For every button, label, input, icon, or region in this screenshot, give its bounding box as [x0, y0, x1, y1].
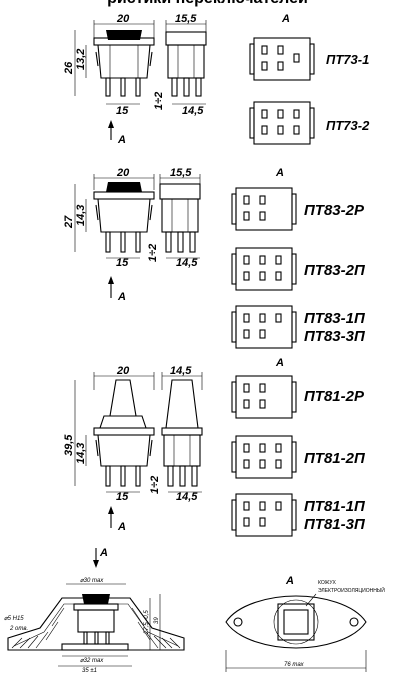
bottom-top-view: A КОЖУХ ЭЛЕКТРОИЗОЛЯЦИОННЫЙ 76 max — [225, 575, 385, 672]
g3-gap-dim: 1÷2 — [149, 476, 161, 494]
group-3-side-view: 14,5 14,5 1÷2 — [149, 365, 203, 503]
label-pt81-1p: ПТ81-1П — [304, 498, 365, 515]
g3-view-a: A — [275, 357, 284, 369]
label-pt83-2r: ПТ83-2Р — [304, 202, 364, 219]
group-3-front-view: 20 15 39,5 14,3 A — [63, 365, 155, 533]
bottom-section-view: A ⌀30 max ⌀5 H1 — [4, 547, 185, 674]
cover-label-1: КОЖУХ — [318, 580, 337, 586]
label-pt81-2r: ПТ81-2Р — [304, 388, 364, 405]
g1-arrow-a: A — [117, 134, 126, 146]
g3-pin-dim: 15 — [116, 491, 129, 503]
g3-side-width: 14,5 — [170, 365, 192, 377]
g3-width-dim: 20 — [116, 365, 130, 377]
label-pt81-2p: ПТ81-2П — [304, 450, 365, 467]
g1-side-width: 15,5 — [175, 13, 197, 25]
g1-gap-dim: 1÷2 — [153, 92, 165, 110]
g1-width-dim: 20 — [116, 13, 130, 25]
label-pt83-3p: ПТ83-3П — [304, 328, 365, 345]
g2-width-dim: 20 — [116, 167, 130, 179]
g2-pin-dim: 15 — [116, 257, 129, 269]
g2-gap-dim: 1÷2 — [147, 244, 159, 262]
label-pt73-2: ПТ73-2 — [326, 118, 370, 133]
height1-dim: 27,5 -0,5 — [144, 610, 150, 635]
width-dim: 76 max — [284, 662, 305, 668]
label-pt83-2p: ПТ83-2П — [304, 262, 365, 279]
g1-pin-dim: 15 — [116, 105, 129, 117]
group-1-front-view: 20 15 26 13,2 A — [63, 13, 155, 146]
g2-height-dim: 27 — [63, 215, 75, 229]
g3-height-dim: 39,5 — [63, 434, 75, 456]
g1-height2-dim: 13,2 — [75, 49, 87, 70]
base-dim-2: 35 ±1 — [82, 668, 97, 674]
g3-side-pin: 14,5 — [176, 491, 198, 503]
group-1-side-view: 15,5 14,5 1÷2 — [153, 13, 207, 117]
dia-dim: ⌀30 max — [80, 578, 104, 584]
g1-side-pin: 14,5 — [182, 105, 204, 117]
label-pt81-3p: ПТ81-3П — [304, 516, 365, 533]
label-pt73-1: ПТ73-1 — [326, 52, 370, 67]
group-2-front-view: 20 15 27 14,3 A — [63, 167, 155, 303]
sheet-title: ристики переключателей — [0, 0, 415, 8]
label-pt83-1p: ПТ83-1П — [304, 310, 365, 327]
g1-height-dim: 26 — [63, 61, 75, 75]
holes-count: 2 отв. — [9, 626, 28, 632]
g2-view-a: A — [275, 167, 284, 179]
group-2-side-view: 15,5 14,5 1÷2 — [147, 167, 201, 269]
g2-height2-dim: 14,3 — [75, 205, 87, 226]
g1-view-a: A — [281, 13, 290, 25]
base-dim-1: ⌀32 max — [80, 658, 104, 664]
top-view-a: A — [285, 575, 294, 587]
g2-arrow-a: A — [117, 291, 126, 303]
group-3-contacts: A — [231, 357, 297, 537]
g2-side-pin: 14,5 — [176, 257, 198, 269]
group-1-contacts: A — [249, 13, 315, 145]
g3-arrow-a: A — [117, 521, 126, 533]
g3-height2-dim: 14,3 — [75, 443, 87, 464]
bottom-arrow-a: A — [99, 547, 108, 559]
height2-dim: 39 — [154, 617, 160, 624]
cover-label-2: ЭЛЕКТРОИЗОЛЯЦИОННЫЙ — [318, 586, 385, 594]
hole-dim: ⌀5 H15 — [4, 616, 24, 622]
g2-side-width: 15,5 — [170, 167, 192, 179]
group-2-contacts: A — [231, 167, 297, 349]
